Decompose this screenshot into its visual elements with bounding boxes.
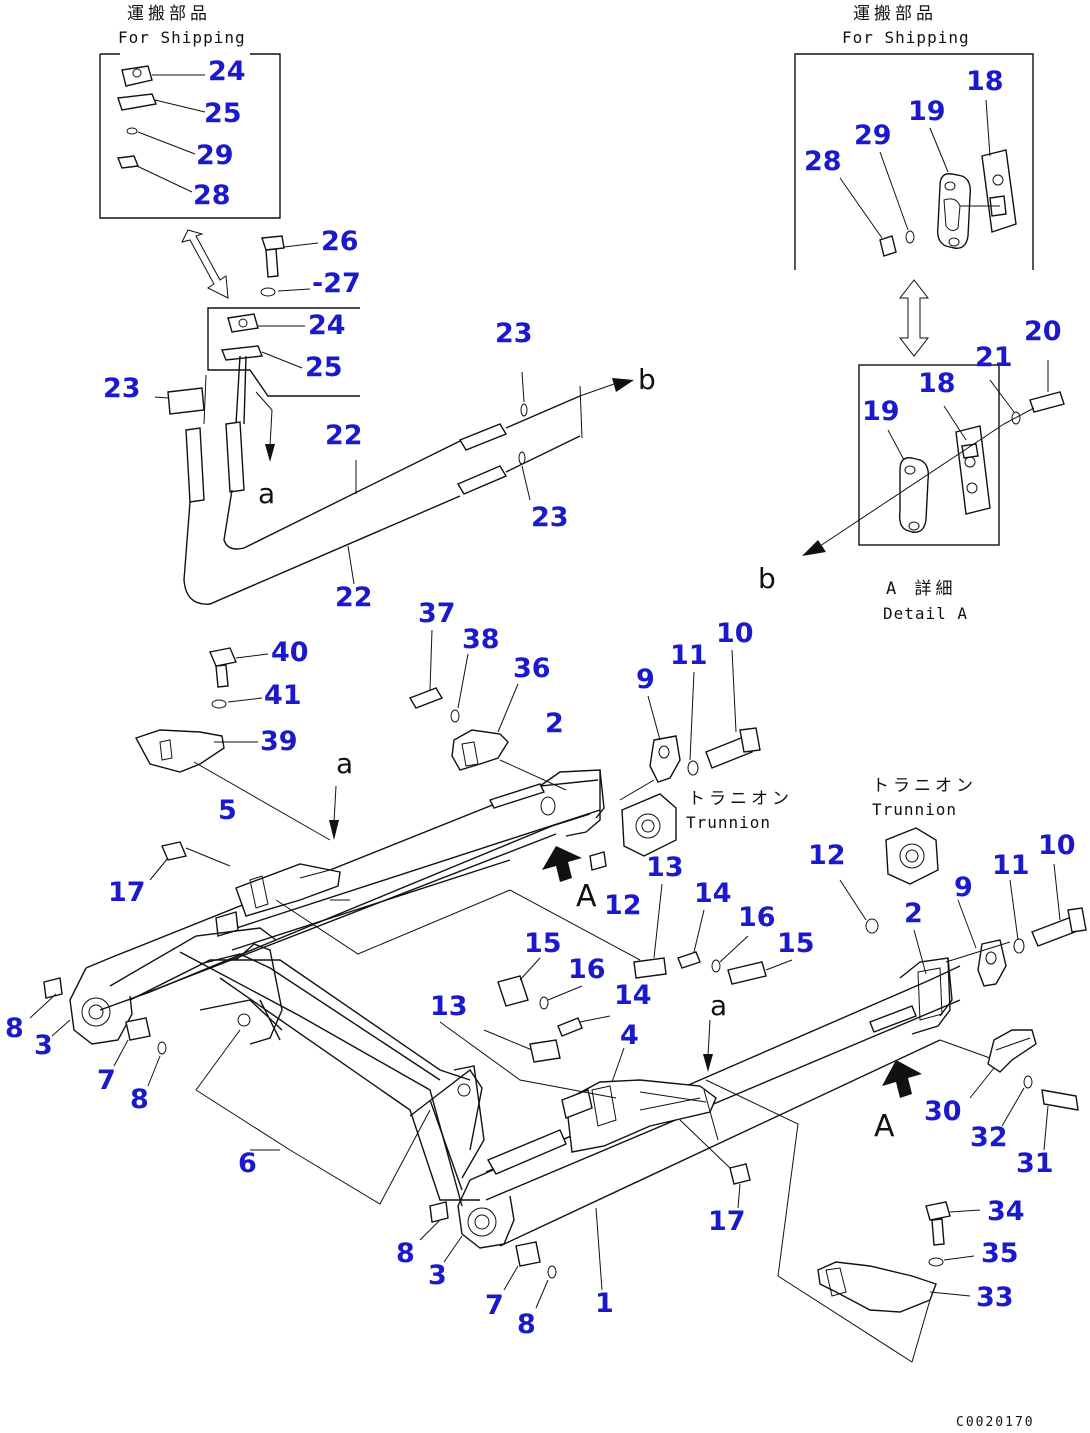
callout-32: 32 [970,1122,1008,1153]
small-parts [29,629,1087,1313]
trunnion-label-jp-left: トラニオン [688,789,793,809]
callout-2-right: 2 [904,898,923,929]
callout-4: 4 [620,1020,639,1051]
callout-8-far-left: 8 [5,1013,24,1044]
shipping-heading-jp-left: 運搬部品 [127,4,211,24]
callout-13-lower: 13 [430,991,468,1022]
callout-8-bottom-left: 8 [396,1238,415,1269]
callout-20: 20 [1024,316,1062,347]
callout-8-left: 8 [130,1084,149,1115]
callout-10-left: 10 [716,618,754,649]
callout-39: 39 [260,726,298,757]
callout-15-upper: 15 [777,928,815,959]
callout-19-detail: 19 [862,396,900,427]
callout-40: 40 [271,637,309,668]
reference-letter-a-frame-left: a [336,747,354,780]
callout-23-top: 23 [495,318,533,349]
callout-25: 25 [204,98,242,129]
double-arrow-right [898,279,930,357]
trunnion-label-en-right: Trunnion [872,800,958,819]
main-frame [69,769,961,1363]
callout-27: -27 [312,270,361,297]
callout-35: 35 [981,1238,1019,1269]
trunnion-label-en-left: Trunnion [686,813,772,832]
callout-23-left: 23 [103,373,141,404]
callout-5: 5 [218,795,237,826]
callout-29: 29 [196,140,234,171]
callout-28-right: 28 [804,146,842,177]
detail-a-heading-en: Detail A [883,604,969,623]
double-arrow-left [181,229,229,299]
callout-27-dash: - [312,268,324,299]
callout-31: 31 [1016,1148,1054,1179]
detail-a-box [802,360,1065,556]
callout-12-right: 12 [808,840,846,871]
reference-letter-b-upper: b [638,363,656,396]
callout-6: 6 [238,1148,257,1179]
callout-17-left: 17 [108,877,146,908]
callout-24-b: 24 [308,310,346,341]
drawing-code: C0020170 [956,1415,1035,1430]
callout-29-right: 29 [854,120,892,151]
callout-7-left: 7 [97,1065,116,1096]
callout-28: 28 [193,180,231,211]
callout-23-bottom: 23 [531,502,569,533]
callout-14-upper: 14 [694,878,732,909]
callout-30: 30 [924,1096,962,1127]
callout-26: 26 [321,226,359,257]
callout-9-left: 9 [636,664,655,695]
callout-9-right: 9 [954,872,973,903]
callout-8-bottom: 8 [517,1309,536,1340]
callout-2-left: 2 [545,708,564,739]
callout-15-lower: 15 [524,928,562,959]
view-letter-a-right: A [874,1109,895,1144]
callout-1: 1 [595,1288,614,1319]
shipping-box-left [99,53,281,219]
reference-letter-a-frame-right: a [710,989,728,1022]
callout-17-right: 17 [708,1206,746,1237]
callout-34: 34 [987,1196,1025,1227]
shipping-heading-en-left: For Shipping [118,28,246,47]
callout-22-lower: 22 [335,582,373,613]
callout-25-b: 25 [305,352,343,383]
shipping-heading-en-right: For Shipping [842,28,970,47]
callout-18-detail: 18 [918,368,956,399]
callout-19-top: 19 [908,96,946,127]
callout-27-number: 27 [323,268,361,299]
callout-37: 37 [418,598,456,629]
callout-12-left: 12 [604,890,642,921]
shipping-box-right [794,53,1034,270]
callout-41: 41 [264,680,302,711]
callout-16-upper: 16 [738,902,776,933]
shipping-heading-jp-right: 運搬部品 [853,4,937,24]
callout-7-bottom: 7 [485,1290,504,1321]
callout-14-lower: 14 [614,980,652,1011]
callout-11-left: 11 [670,640,708,671]
pipe-assembly [154,307,634,605]
callout-10-right: 10 [1038,830,1076,861]
callout-3-bottom: 3 [428,1260,447,1291]
bolt-26-27 [260,235,319,297]
callout-21: 21 [975,342,1013,373]
callout-3-left: 3 [34,1030,53,1061]
detail-a-heading-jp: A 詳細 [886,579,957,599]
view-letter-a-left: A [576,879,597,914]
callout-11-right: 11 [992,850,1030,881]
callout-24: 24 [208,56,246,87]
reference-letter-b-lower: b [758,562,776,595]
callout-13-upper: 13 [646,852,684,883]
callout-18-top: 18 [966,66,1004,97]
callout-22-upper: 22 [325,420,363,451]
callout-36: 36 [513,653,551,684]
callout-38: 38 [462,624,500,655]
callout-16-lower: 16 [568,954,606,985]
trunnion-label-jp-right: トラニオン [872,776,977,796]
reference-letter-a-upper: a [258,477,276,510]
callout-33: 33 [976,1282,1014,1313]
